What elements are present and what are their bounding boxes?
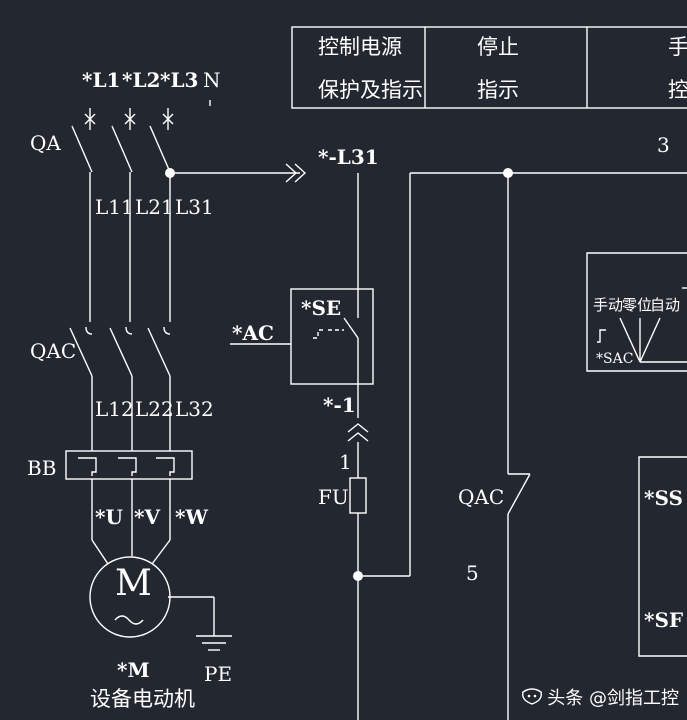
ss-label: *SS (644, 486, 683, 510)
motor-symbol (89, 539, 232, 651)
bb-overload-relay (65, 450, 193, 540)
qa-label: QA (30, 131, 61, 155)
wire-minus1-label: *-1 (323, 393, 356, 417)
se-box (230, 288, 374, 385)
l31-control-tap (170, 163, 359, 290)
motor-w-label: *W (175, 505, 208, 529)
table-cell-power-control: 控制电源 (318, 35, 402, 59)
l32-label: L32 (175, 397, 214, 421)
sac-selector-box (586, 252, 687, 372)
watermark: 头条 @剑指工控 (521, 684, 679, 710)
supply-l2-label: *L2 (122, 68, 161, 92)
l31-label: L31 (175, 195, 214, 219)
qac-main-contacts (69, 326, 171, 451)
control-line (347, 172, 687, 720)
qac-main-label: QAC (30, 339, 77, 363)
wire5-label: 5 (466, 561, 479, 585)
sac-label: *SAC (596, 351, 634, 367)
table-cell-manual: 手 (668, 35, 687, 59)
motor-v-label: *V (134, 505, 160, 529)
ac-label: *AC (232, 321, 274, 345)
l11-label: L11 (95, 195, 134, 219)
motor-u-label: *U (95, 505, 123, 529)
qa-breaker-contacts (71, 125, 171, 322)
selector-manual-label: 手动 (593, 296, 624, 314)
table-cell-indicate: 指示 (477, 78, 519, 102)
supply-terminals (84, 100, 211, 130)
motor-m-symbol: M (115, 563, 152, 604)
se-label: *SE (301, 296, 342, 320)
motor-caption: 设备电动机 (90, 687, 195, 711)
supply-n-label: N (203, 68, 221, 92)
l22-label: L22 (135, 397, 174, 421)
table-cell-stop: 停止 (477, 35, 519, 59)
pe-label: PE (204, 662, 233, 686)
junction-dots (165, 168, 513, 581)
table-cell-control: 控 (668, 78, 687, 102)
selector-auto-label: 自动 (650, 296, 681, 314)
fu-label: FU (318, 485, 349, 509)
watermark-text: 头条 @剑指工控 (547, 688, 679, 709)
sf-label: *SF (644, 608, 684, 632)
selector-zero-label: 零位 (622, 296, 653, 314)
table-cell-protection: 保护及指示 (318, 78, 423, 102)
buttons-box (638, 456, 687, 657)
l31-ref-label: *-L31 (318, 145, 379, 169)
wire3-label: 3 (657, 133, 670, 157)
wire1-label: 1 (339, 450, 352, 474)
supply-l1-label: *L1 (82, 68, 121, 92)
l12-label: L12 (95, 397, 134, 421)
bb-label: BB (27, 456, 57, 480)
motor-tag-label: *M (117, 658, 150, 682)
qac-aux-label: QAC (458, 485, 505, 509)
watermark-logo-icon (522, 688, 543, 705)
l21-label: L21 (135, 195, 174, 219)
supply-l3-label: *L3 (160, 68, 199, 92)
header-table (291, 26, 687, 109)
